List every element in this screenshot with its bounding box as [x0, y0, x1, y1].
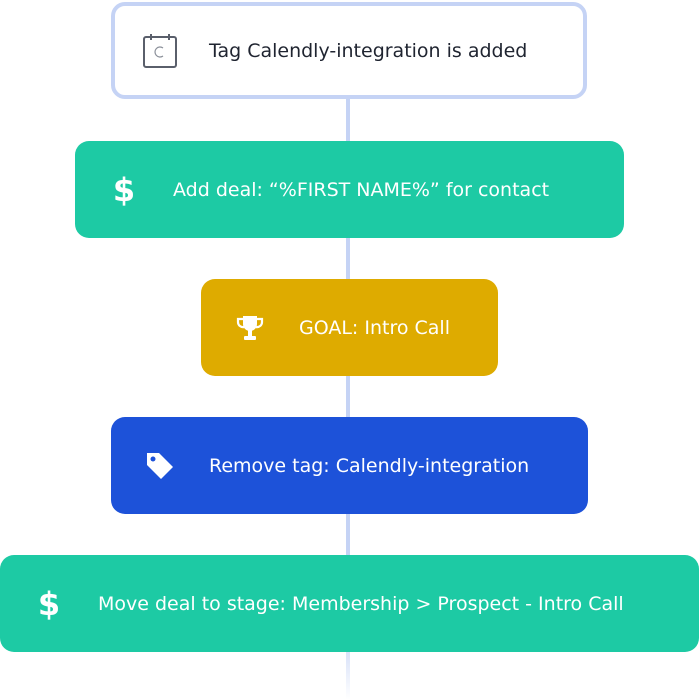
flow-connector-line: [346, 95, 350, 700]
move-deal-step[interactable]: $ Move deal to stage: Membership > Prosp…: [0, 555, 699, 652]
trophy-icon: [231, 309, 269, 347]
remove-tag-step[interactable]: Remove tag: Calendly-integration: [111, 417, 588, 514]
add-deal-step[interactable]: $ Add deal: “%FIRST NAME%” for contact: [75, 141, 624, 238]
trigger-label: Tag Calendly-integration is added: [209, 39, 528, 62]
step-label: Move deal to stage: Membership > Prospec…: [98, 592, 624, 615]
tag-icon: [141, 447, 179, 485]
dollar-icon: $: [112, 170, 136, 209]
step-label: Remove tag: Calendly-integration: [209, 454, 530, 477]
calendar-icon: [141, 32, 179, 70]
step-label: GOAL: Intro Call: [299, 316, 450, 339]
step-label: Add deal: “%FIRST NAME%” for contact: [173, 178, 550, 201]
goal-step[interactable]: GOAL: Intro Call: [201, 279, 498, 376]
dollar-icon: $: [37, 584, 61, 623]
trigger-node[interactable]: Tag Calendly-integration is added: [111, 2, 587, 99]
